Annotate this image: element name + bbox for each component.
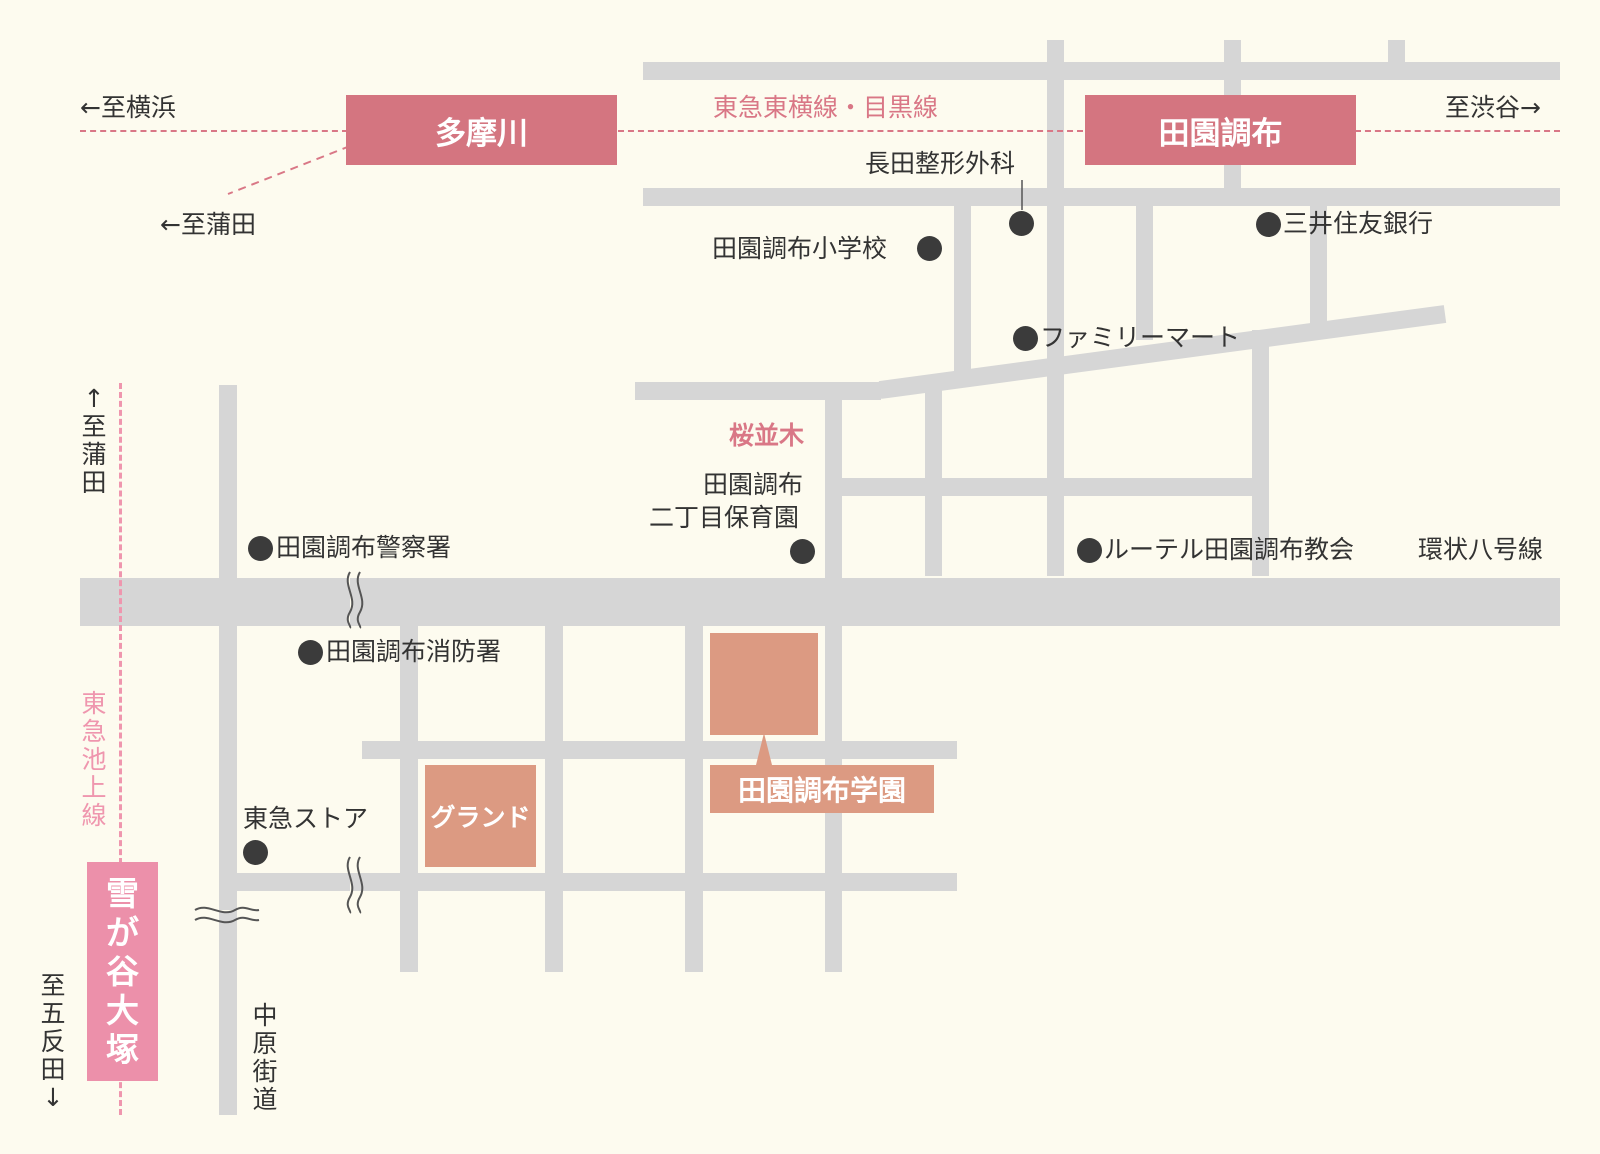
- label-toyoko-meguro-line: 東急東横線・目黒線: [713, 93, 939, 122]
- toyoko-line-middle: [618, 130, 1083, 132]
- school-building[interactable]: [710, 633, 818, 735]
- direction-kamata-up: ↑至蒲田: [81, 384, 107, 497]
- road-diagonal: [878, 305, 1447, 399]
- ikegami-line: [119, 383, 122, 1115]
- road-middle: [825, 478, 1260, 496]
- road-vertical-1047: [1047, 40, 1064, 576]
- label-nakahara-kaido: 中原街道: [252, 1001, 278, 1114]
- road-break-mark-2: [346, 856, 364, 914]
- label-familymart: ファミリーマート: [1040, 323, 1241, 352]
- label-police-station: 田園調布警察署: [276, 533, 452, 562]
- road-vertical-954: [954, 190, 971, 375]
- toyoko-line-right: [1355, 130, 1560, 132]
- label-smbc-bank: 三井住友銀行: [1283, 209, 1434, 238]
- road-vertical-1252: [1252, 330, 1269, 576]
- label-ikegami-line: 東急池上線: [81, 689, 107, 830]
- label-hoikuen-line2: 二丁目保育園: [649, 503, 800, 532]
- road-nakahara: [219, 385, 237, 1115]
- direction-yokohama: ←至横浜: [80, 93, 176, 122]
- kamata-branch-line: [227, 145, 351, 195]
- label-lutheran-church: ルーテル田園調布教会: [1104, 535, 1355, 564]
- marker-denenchofu-elementary[interactable]: [917, 236, 942, 261]
- road-south-v-545: [545, 622, 563, 972]
- road-break-mark-1: [346, 571, 364, 629]
- road-vertical-1310: [1310, 190, 1327, 330]
- marker-nagata-clinic[interactable]: [1009, 211, 1034, 236]
- marker-familymart[interactable]: [1013, 326, 1038, 351]
- label-nagata-clinic: 長田整形外科: [865, 149, 1016, 178]
- road-break-mark-3: [194, 906, 260, 924]
- label-fire-station: 田園調布消防署: [326, 637, 502, 666]
- road-top: [643, 62, 1560, 80]
- marker-lutheran-church[interactable]: [1077, 538, 1102, 563]
- marker-tokyu-store[interactable]: [243, 840, 268, 865]
- direction-shibuya: 至渋谷→: [1445, 93, 1541, 122]
- label-tokyu-store: 東急ストア: [243, 804, 369, 833]
- label-kanjo8: 環状八号線: [1418, 535, 1544, 564]
- label-hoikuen-line1: 田園調布: [703, 470, 804, 499]
- school-pointer: [756, 733, 772, 765]
- school-name-label: 田園調布学園: [710, 765, 934, 813]
- direction-kamata-left: ←至蒲田: [160, 210, 256, 239]
- road-vertical-1136: [1136, 190, 1153, 340]
- marker-hoikuen[interactable]: [790, 539, 815, 564]
- marker-police-station[interactable]: [248, 536, 273, 561]
- road-vertical-1388: [1388, 40, 1405, 70]
- marker-smbc-bank[interactable]: [1256, 212, 1281, 237]
- station-denenchofu[interactable]: 田園調布: [1085, 95, 1356, 165]
- direction-gotanda: 至五反田↓: [40, 971, 66, 1112]
- station-yukigaya-otsuka[interactable]: 雪が谷大塚: [87, 862, 158, 1081]
- station-tamagawa[interactable]: 多摩川: [346, 95, 617, 165]
- road-sakuranamiki-horizontal: [635, 382, 881, 400]
- road-south-v-400: [400, 622, 418, 972]
- nagata-leader-line: [1021, 180, 1023, 210]
- road-south-1: [362, 741, 957, 759]
- road-sakuranamiki-vertical: [825, 382, 842, 972]
- toyoko-line-left: [80, 130, 348, 132]
- label-sakuranamiki: 桜並木: [729, 421, 805, 450]
- ground-area[interactable]: グランド: [425, 765, 536, 867]
- road-upper: [643, 188, 1560, 206]
- road-south-v-685: [685, 622, 703, 972]
- label-denenchofu-elementary: 田園調布小学校: [712, 234, 888, 263]
- road-kanjo8: [80, 578, 1560, 626]
- marker-fire-station[interactable]: [298, 640, 323, 665]
